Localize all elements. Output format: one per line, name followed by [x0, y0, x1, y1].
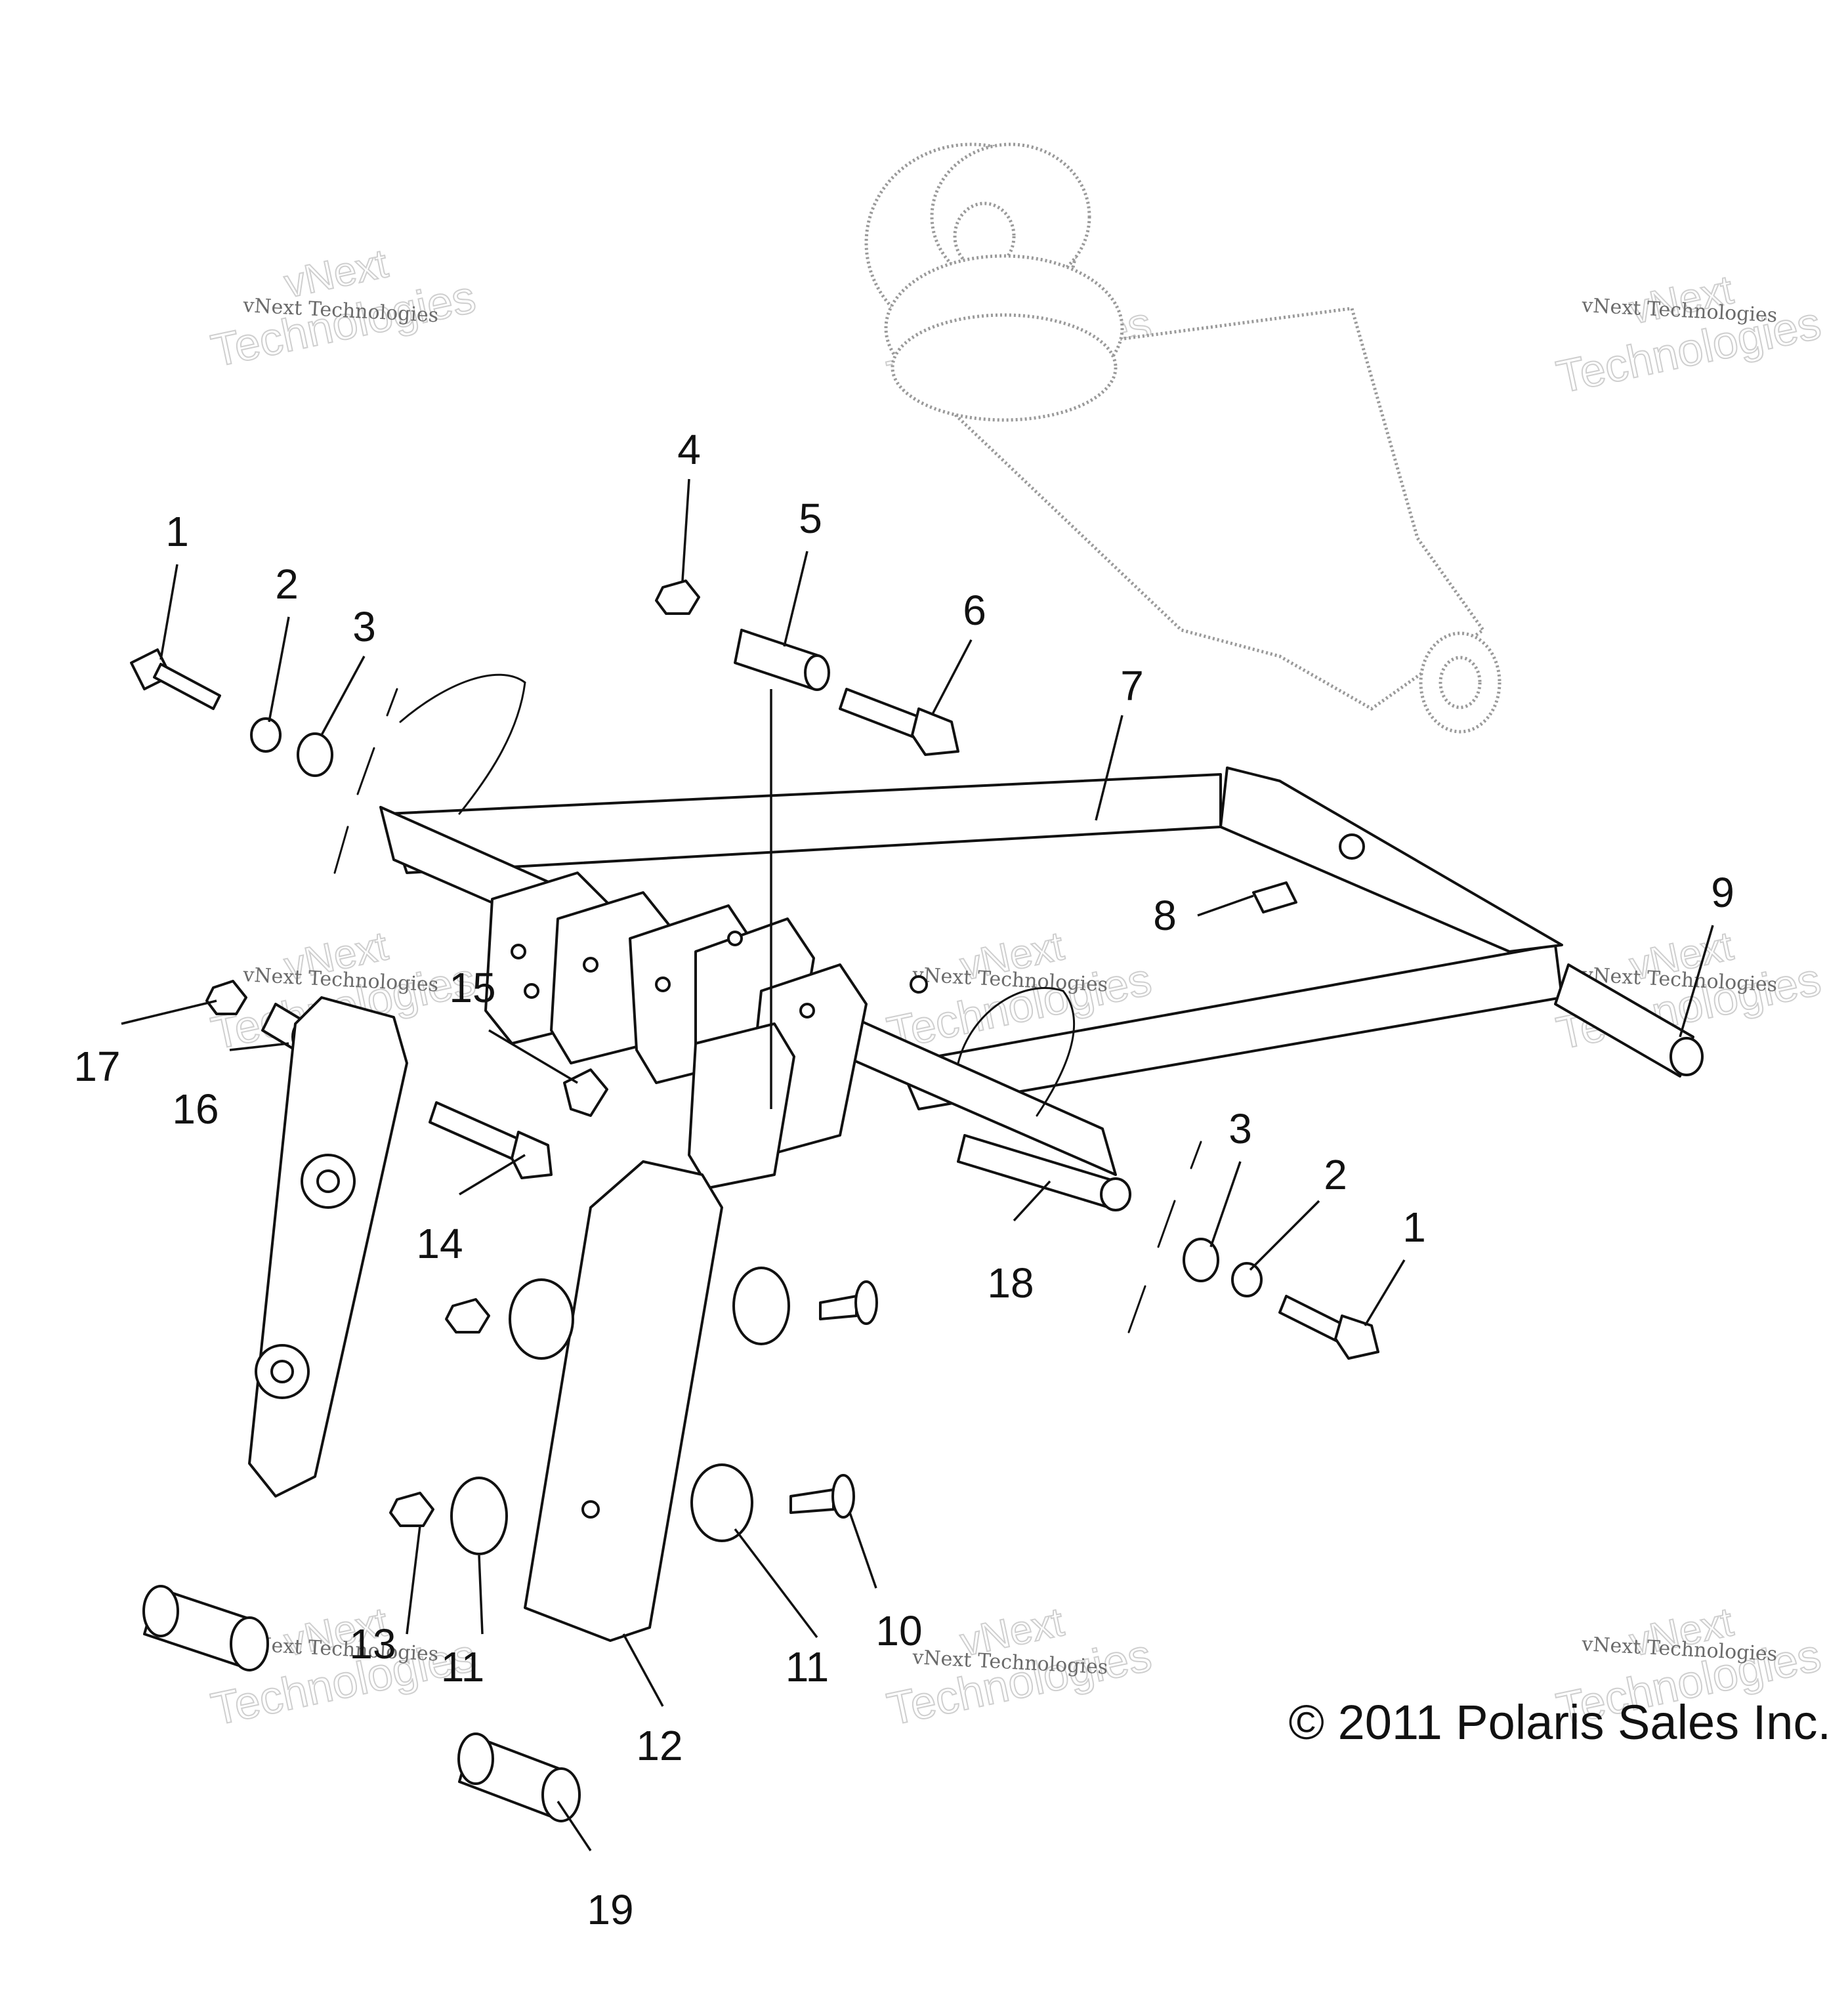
nut-17: [205, 980, 247, 1015]
callout-8: 8: [1153, 892, 1177, 939]
callout-16: 16: [172, 1085, 219, 1133]
nut-13-upper: [445, 1298, 490, 1334]
leader-lines: [121, 478, 1714, 1851]
link-arm-12: [524, 1160, 723, 1642]
bolt-1-left: [130, 648, 221, 710]
callout-3: 3: [352, 603, 376, 650]
callout-10: 10: [875, 1607, 922, 1654]
callout-13: 13: [349, 1620, 396, 1668]
callout-14: 14: [416, 1220, 463, 1267]
bolt-14: [429, 1101, 553, 1179]
callout-15: 15: [449, 964, 495, 1011]
callout-19: 19: [587, 1886, 633, 1933]
washer-11-lower-left: [450, 1477, 508, 1555]
callout-2: 2: [275, 560, 299, 608]
washer-11-upper-left: [509, 1278, 574, 1360]
callout-17: 17: [74, 1043, 120, 1090]
washer-2-right: [1231, 1262, 1263, 1297]
callout-7: 7: [1120, 662, 1144, 709]
callout-12: 12: [636, 1722, 682, 1769]
washer-2-left: [250, 717, 282, 753]
centerline-left: [333, 688, 398, 874]
shock-absorber-ghost: [864, 142, 1502, 734]
callout-9: 9: [1711, 869, 1734, 916]
callout-5: 5: [799, 495, 822, 542]
callout-6: 6: [963, 587, 986, 634]
callout-2: 2: [1324, 1151, 1347, 1198]
callout-1: 1: [165, 508, 189, 555]
grease-fitting-15: [563, 1068, 608, 1117]
bushing-19-left: [142, 1585, 269, 1671]
nut-4: [655, 579, 700, 615]
callout-18: 18: [987, 1259, 1034, 1307]
fitting-8: [1252, 881, 1297, 914]
washer-3-right: [1183, 1238, 1219, 1282]
washer-11-upper-right: [732, 1267, 790, 1345]
spacer-5: [734, 629, 830, 691]
centerline-right: [1127, 1141, 1202, 1334]
bracket-plates: [484, 872, 868, 1189]
axle-shaft: [957, 1134, 1131, 1211]
shoulder-bolt-10-lower: [789, 1474, 855, 1519]
callout-labels: 1 2 3 4 5 6 7 8 9 10 11 11 12 13 14 15 1…: [74, 426, 1734, 1933]
callout-1: 1: [1402, 1204, 1426, 1251]
callout-4: 4: [677, 426, 701, 473]
shoulder-bolt-10-upper: [819, 1280, 878, 1325]
bolt-6: [839, 688, 959, 756]
callout-11: 11: [786, 1643, 829, 1690]
bushing-19-right: [457, 1732, 581, 1822]
callout-3: 3: [1228, 1105, 1252, 1152]
washer-3-left: [297, 732, 333, 777]
copyright-notice: © 2011 Polaris Sales Inc.: [1289, 1695, 1831, 1750]
washer-11-lower-right: [690, 1463, 753, 1542]
link-arm-left: [248, 996, 408, 1498]
callout-11: 11: [441, 1643, 484, 1690]
nut-13-lower: [389, 1492, 434, 1527]
watermark-top-right: vNext Technologies: [1551, 266, 1826, 404]
shaft-9: [1554, 963, 1704, 1078]
bolt-1-right: [1278, 1295, 1379, 1360]
